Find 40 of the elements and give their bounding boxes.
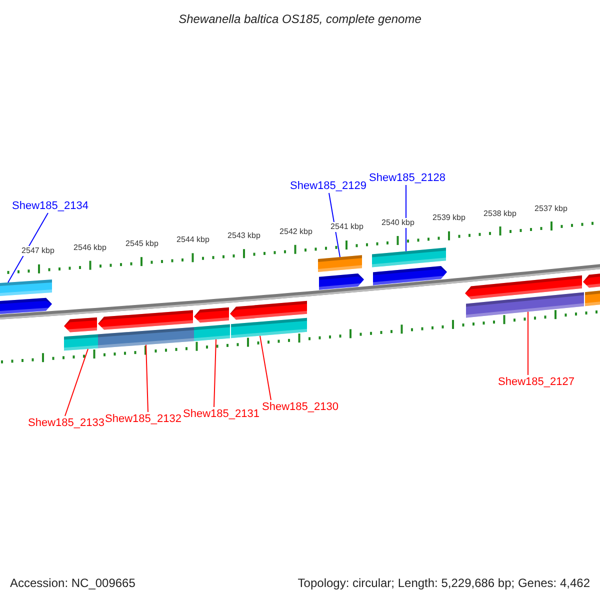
gene-bar: [372, 248, 446, 268]
gene-label: Shew185_2127: [498, 375, 574, 389]
gene-label: Shew185_2134: [12, 199, 88, 213]
gene-label: Shew185_2128: [369, 171, 445, 185]
scale-label: 2537 kbp: [534, 204, 568, 214]
scale-label: 2538 kbp: [484, 208, 516, 218]
gene-bar: [98, 327, 194, 348]
gene-label: Shew185_2129: [290, 179, 366, 193]
gene-label: Shew185_2133: [28, 416, 104, 430]
gene-block: [194, 307, 229, 324]
scale-label: 2542 kbp: [280, 226, 312, 237]
gene-label: Shew185_2132: [105, 412, 181, 426]
leader-line: [64, 348, 88, 416]
scale-label: 2544 kbp: [176, 235, 210, 246]
accession-text: Accession: NC_009665: [10, 575, 136, 592]
scale-label: 2540 kbp: [382, 218, 414, 228]
leader-line: [146, 344, 148, 412]
gene-block: [373, 266, 447, 286]
genome-info-text: Topology: circular; Length: 5,229,686 bp; Genes: 4,462: [298, 575, 590, 592]
gene-bar: [0, 279, 52, 296]
scale-label: 2546 kbp: [74, 242, 106, 253]
leader-line: [260, 335, 272, 400]
scale-label: 2539 kbp: [432, 213, 466, 224]
gene-block: [319, 274, 364, 290]
gene-label: Shew185_2130: [262, 400, 338, 414]
gene-bar: [194, 324, 230, 342]
scale-label: 2541 kbp: [330, 222, 364, 232]
scale-label: 2543 kbp: [228, 231, 260, 242]
gene-block: [583, 272, 600, 288]
gene-bar: [585, 290, 600, 306]
scale-label: 2547 kbp: [22, 246, 54, 256]
gene-label: Shew185_2131: [183, 407, 259, 421]
scale-label: 2545 kbp: [126, 239, 158, 250]
gene-bar: [466, 292, 584, 318]
gene-bar: [64, 334, 98, 351]
gene-block: [0, 298, 52, 314]
gene-bar: [318, 255, 362, 272]
gene-block: [64, 317, 97, 333]
title: Shewanella baltica OS185, complete genome: [178, 11, 422, 28]
leader-line: [214, 338, 216, 408]
